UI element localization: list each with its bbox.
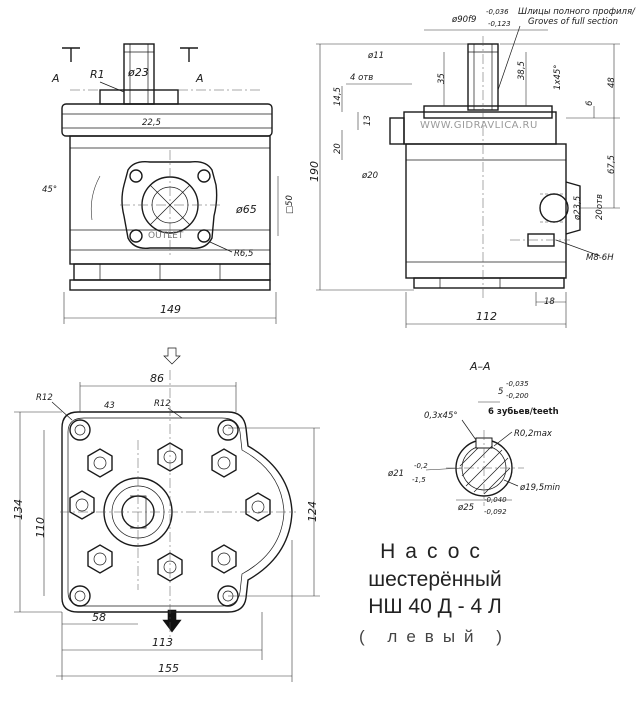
dim-d21: ø21 <box>387 469 404 479</box>
dim-h134: 134 <box>12 499 25 520</box>
dim-d90-tol-top: -0,036 <box>486 8 509 16</box>
note-spline-en: Groves of full section <box>528 17 618 27</box>
dim-r6-5: R6,5 <box>234 249 253 259</box>
dim-key-tol-top: -0,035 <box>506 380 529 388</box>
dim-h6: 6 <box>585 100 595 106</box>
section-a-a: A–A 5 -0,035 -0,200 0,3x45° 6 зубьев/tee… <box>387 360 560 516</box>
dim-r12-left: R12 <box>36 393 53 403</box>
dim-d21-tol-bot: -1,5 <box>412 476 426 484</box>
dim-d23: ø23,5 <box>573 196 583 221</box>
outlet-label: OUTLET <box>148 231 184 241</box>
dim-thread-m8: M8-6H <box>586 253 614 263</box>
title-line-3: НШ 40 Д - 4 Л <box>368 595 502 618</box>
dim-sq50: □50 <box>285 195 295 214</box>
title-line-2: шестерённый <box>368 568 502 591</box>
dim-r1: R1 <box>90 68 105 81</box>
dim-w58: 58 <box>92 611 106 624</box>
dim-d90-tol-bot: -0,123 <box>488 20 511 28</box>
side-view: WWW.GIDRAVLICA.RU Шлицы полного профиля/… <box>308 7 636 328</box>
dim-w112: 112 <box>476 310 497 323</box>
dim-chamfer: 1x45° <box>553 64 563 90</box>
dim-shaft-d: ø23 <box>127 66 149 79</box>
dim-d20: ø20 <box>361 171 378 181</box>
dim-w18: 18 <box>544 297 555 307</box>
title-line-1: Насос <box>380 540 490 563</box>
dim-h48: 48 <box>607 77 617 88</box>
dim-w155: 155 <box>158 662 179 675</box>
dim-h38: 38,5 <box>517 61 527 80</box>
section-label: A–A <box>469 360 491 373</box>
dim-h20: 20 <box>333 143 343 154</box>
dim-h124: 124 <box>306 501 319 522</box>
note-spline-ru: Шлицы полного профиля/ <box>518 7 636 17</box>
dim-w43: 43 <box>104 401 115 411</box>
front-view: A A ø23 R1 22,5 <box>42 43 295 324</box>
note-teeth: 6 зубьев/teeth <box>488 406 559 417</box>
bottom-view: 86 43 R12 R12 <box>12 347 320 682</box>
dim-d20-holes: 20отв <box>595 194 605 220</box>
dim-r12-right: R12 <box>154 399 171 409</box>
dim-r02: R0,2max <box>514 429 553 439</box>
dim-w86: 86 <box>150 372 164 385</box>
dim-d25: ø25 <box>457 503 474 513</box>
dim-d25-tol-bot: -0,092 <box>484 508 507 516</box>
dim-d21-tol-top: -0,2 <box>414 462 428 470</box>
dim-width-149: 149 <box>160 303 181 316</box>
dim-h190: 190 <box>308 161 321 182</box>
dim-h14: 14,5 <box>333 87 343 106</box>
dim-d19-5: ø19,5min <box>519 483 560 493</box>
dim-w113: 113 <box>152 636 173 649</box>
section-mark-right: A <box>195 72 204 85</box>
title-line-4: ( левый ) <box>359 627 511 646</box>
dim-h35: 35 <box>437 73 447 84</box>
dim-d65: ø65 <box>235 203 257 216</box>
dim-22: 22,5 <box>142 118 161 128</box>
dim-chamfer-03: 0,3x45° <box>424 411 458 421</box>
dim-h13: 13 <box>363 115 373 126</box>
dim-d11: ø11 <box>367 51 384 61</box>
dim-h67: 67,5 <box>607 155 617 174</box>
section-mark-left: A <box>51 72 60 85</box>
dim-h110: 110 <box>34 517 47 538</box>
dim-key-tol-bot: -0,200 <box>506 392 529 400</box>
watermark: WWW.GIDRAVLICA.RU <box>420 120 538 131</box>
dim-d90: ø90f9 <box>451 15 476 25</box>
dim-angle-45: 45° <box>42 185 57 195</box>
dim-key-width: 5 <box>498 387 503 397</box>
dim-holes: 4 отв <box>350 73 373 83</box>
